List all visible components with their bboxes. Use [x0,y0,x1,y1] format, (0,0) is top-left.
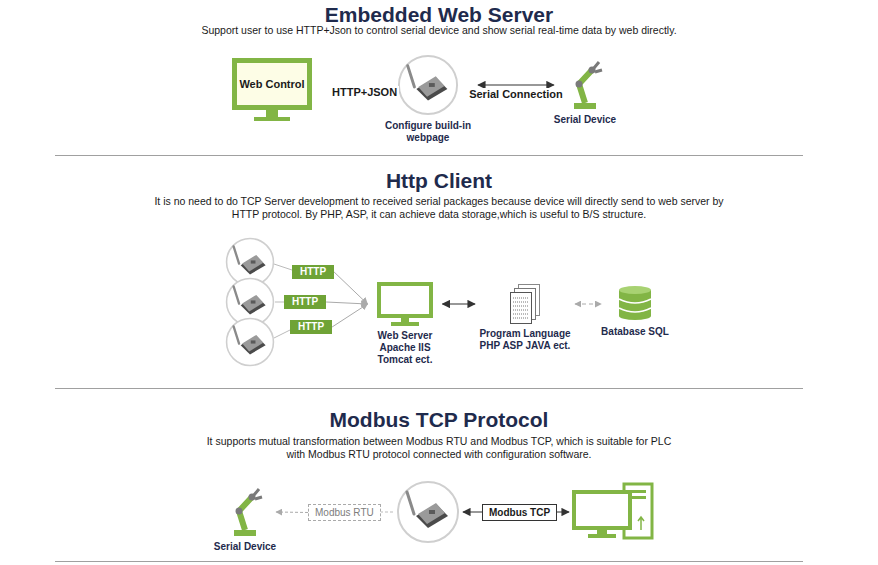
connector-arrow [334,272,367,304]
node-caption: Batabase SQL [601,326,669,338]
computer-icon [574,484,652,538]
section-heading: Embedded Web Server [0,3,878,27]
protocol-box: Modbus RTU [308,504,381,521]
node-icon [399,56,457,114]
program-node: Program Language PHP ASP JAVA ect. [475,284,575,352]
screen-text: Web Control [239,78,304,90]
node-icon [619,286,651,320]
box-text: HTTP [292,296,318,307]
protocol-tag: HTTP [292,265,334,279]
node-caption: Serial Device [214,541,276,553]
node-icon [510,284,540,324]
box-text: HTTP [300,266,326,277]
monitor-box: Web Control [232,58,312,110]
separator-line [55,155,803,156]
connector-arrow [443,303,476,304]
node-icon [377,282,433,326]
node-icon [379,284,431,326]
connector-arrow [326,302,367,304]
protocol-box: Modbus TCP [482,504,557,521]
edge-label: Serial Connection [467,88,565,101]
section-description: It is no need to do TCP Server developme… [144,195,734,221]
section-band: Embedded Web ServerSupport user to use H… [0,0,878,155]
box-text: HTTP [298,321,324,332]
device-node: Configure build-in webpage [378,54,478,144]
protocol-tag: HTTP [290,320,332,334]
protocol-tag: HTTP [284,295,326,309]
box-text: Modbus RTU [315,507,374,518]
connector-arrow [575,304,601,305]
section-heading: Modbus TCP Protocol [0,408,878,432]
node-caption: Configure build-in webpage [378,120,478,144]
device-icon [227,319,274,366]
node-caption: Serial Device [554,114,616,126]
node-icon [617,286,653,322]
database-node: Batabase SQL [601,286,669,338]
section-heading: Http Client [0,169,878,193]
connector-arrow [332,304,367,327]
section-description: It supports mutual transformation betwee… [199,435,679,461]
section-description: Support user to use HTTP+Json to control… [159,24,719,37]
node-icon [397,54,459,116]
device-icon [398,482,458,542]
node-icon [225,487,265,537]
node-caption: Web Server Apache IIS Tomcat ect. [368,330,443,366]
node-icon [565,60,605,110]
monitor-stand [254,110,290,121]
node-caption: Program Language PHP ASP JAVA ect. [475,328,575,352]
box-text: Modbus TCP [489,507,550,518]
server-node: Web Server Apache IIS Tomcat ect. [368,282,443,366]
node-icon [234,489,262,536]
robot-node: Serial Device [214,487,276,553]
section-band: Modbus TCP Protocol It supports mutual tr… [0,389,878,561]
section-band: Http ClientIt is no need to do TCP Serve… [0,156,878,388]
separator-line [55,388,803,389]
separator-line [55,561,803,562]
node-icon [511,285,540,324]
node-icon [574,62,602,109]
free-label: HTTP+JSON [330,86,399,99]
connector-arrow [276,512,308,514]
connector-arrow [478,84,554,85]
